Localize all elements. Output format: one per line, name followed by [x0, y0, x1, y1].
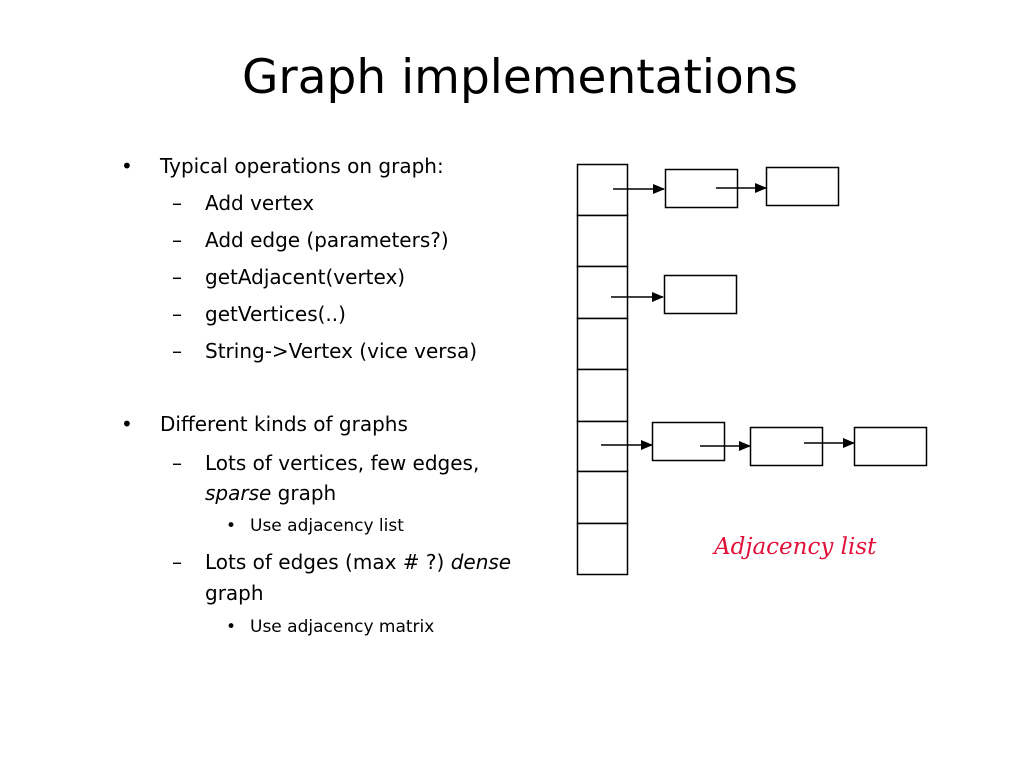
dash-marker: – — [172, 550, 182, 574]
sub-item-dense-line1: Lots of edges (max # ?) dense — [205, 551, 511, 573]
vertex-slot — [576, 317, 629, 371]
sub-sub-item-adjacency-list: Use adjacency list — [250, 516, 404, 536]
dash-marker: – — [172, 191, 182, 215]
vertex-slot — [576, 522, 629, 576]
list-node — [651, 421, 726, 462]
list-node — [853, 426, 928, 467]
sub-item-get-adjacent: getAdjacent(vertex) — [205, 265, 406, 289]
slide-title: Graph implementations — [242, 50, 798, 105]
dash-marker: – — [172, 302, 182, 326]
adjacency-list-row-2 — [611, 274, 738, 315]
sub-item-sparse-line2: sparse graph — [205, 482, 336, 504]
sub-item-sparse-line1: Lots of vertices, few edges, — [205, 451, 480, 475]
sparse-rest: graph — [271, 481, 337, 505]
vertex-array — [576, 163, 629, 576]
sub-sub-item-adjacency-matrix: Use adjacency matrix — [250, 617, 435, 637]
small-bullet-marker: • — [226, 516, 237, 536]
bullet-marker: • — [121, 154, 133, 178]
dash-marker: – — [172, 339, 182, 363]
sparse-emphasis: sparse — [205, 481, 272, 505]
diagram-caption: Adjacency list — [714, 534, 877, 560]
adjacency-list-row-3 — [601, 421, 928, 467]
list-node — [664, 168, 739, 209]
bullet-marker: • — [121, 412, 133, 436]
adjacency-list-row-1 — [613, 166, 840, 209]
bullet-different-kinds: Different kinds of graphs — [160, 412, 408, 436]
dash-marker: – — [172, 265, 182, 289]
vertex-slot — [576, 470, 629, 525]
dash-marker: – — [172, 228, 182, 252]
list-node — [663, 274, 738, 315]
small-bullet-marker: • — [226, 617, 237, 637]
dash-marker: – — [172, 451, 182, 475]
sub-item-add-edge: Add edge (parameters?) — [205, 228, 449, 252]
vertex-slot — [576, 420, 629, 473]
dense-prefix: Lots of edges (max # ?) — [205, 550, 451, 574]
dense-emphasis: dense — [450, 550, 512, 574]
bullet-content: • Typical operations on graph: – Add ver… — [0, 0, 560, 700]
vertex-slot — [576, 214, 629, 268]
vertex-slot — [576, 265, 629, 320]
bullet-typical-operations: Typical operations on graph: — [160, 154, 444, 178]
list-node — [765, 166, 840, 207]
vertex-slot — [576, 163, 629, 217]
sub-item-get-vertices: getVertices(..) — [205, 302, 346, 326]
vertex-slot — [576, 368, 629, 423]
sub-item-add-vertex: Add vertex — [205, 191, 315, 215]
sub-item-dense-line2: graph — [205, 581, 264, 605]
list-node — [749, 426, 824, 467]
sub-item-string-vertex: String->Vertex (vice versa) — [205, 339, 478, 363]
